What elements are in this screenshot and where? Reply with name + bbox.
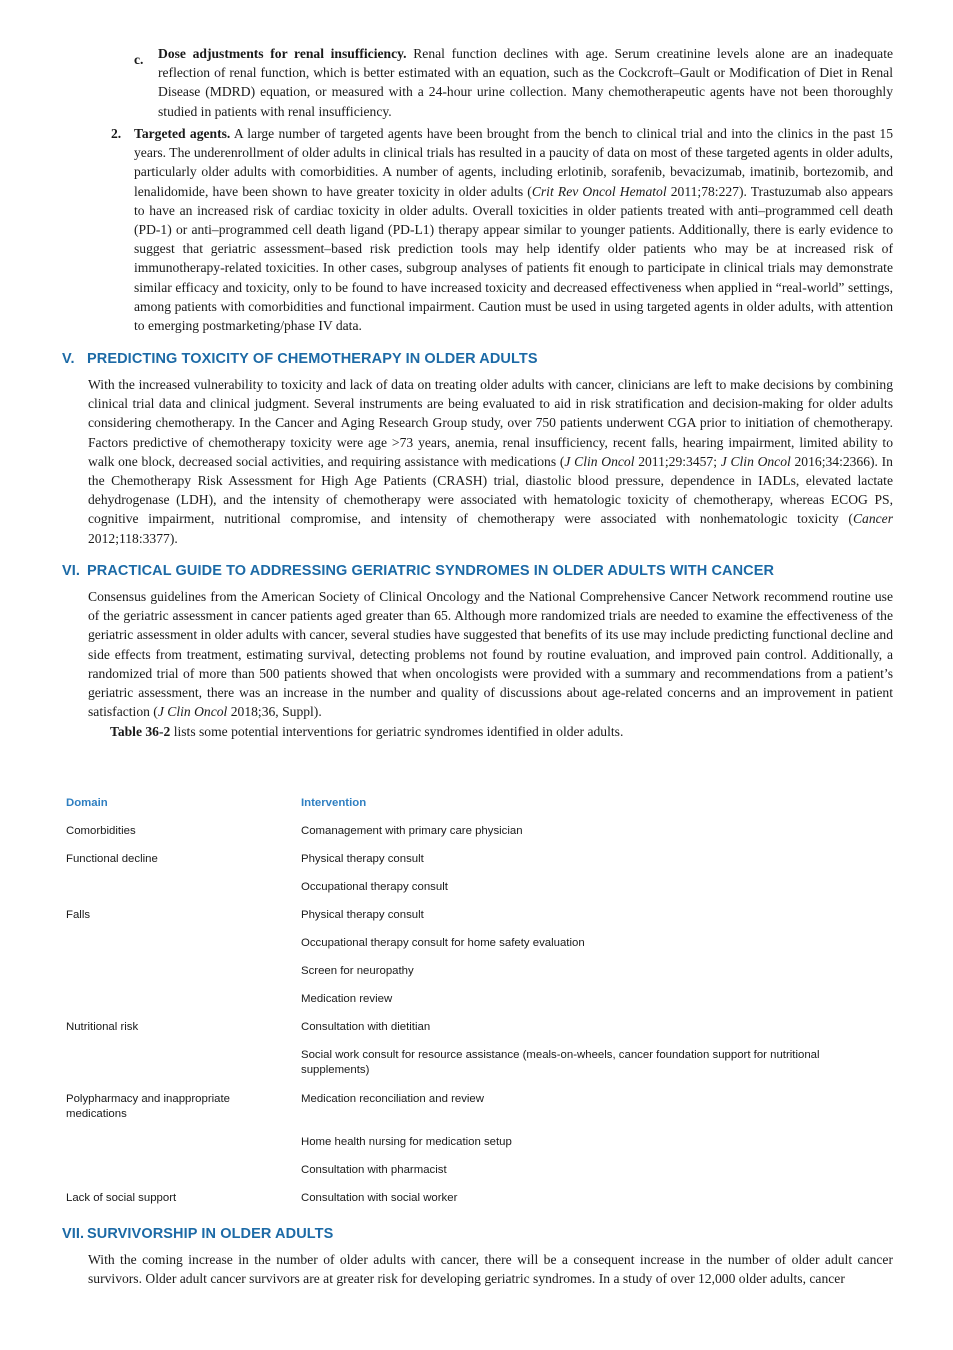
item-2-text-b: 2011;78:227). Trastuzumab also appears t… (134, 183, 893, 334)
table-header-domain: Domain (66, 797, 108, 809)
table-cell-domain: Polypharmacy and inappropriate medicatio… (66, 1093, 230, 1120)
section-vii-paragraph: With the coming increase in the number o… (88, 1252, 893, 1287)
section-v-heading: V. PREDICTING TOXICITY OF CHEMOTHERAPY IN… (62, 351, 538, 367)
table-cell-domain: Comorbidities (66, 825, 136, 837)
table-cell-intervention: Screen for neuropathy (301, 965, 414, 977)
table-cell-intervention: Occupational therapy consult for home sa… (301, 937, 585, 949)
table-cell-intervention: Consultation with pharmacist (301, 1164, 447, 1176)
table-row: Falls Physical therapy consult (60, 904, 895, 932)
section-v-text-a: With the increased vulnerability to toxi… (88, 377, 893, 469)
table-header-row: Domain Intervention (60, 792, 895, 820)
table-row: Medication review (60, 988, 895, 1016)
item-c-text: Renal function declines with age. Serum … (158, 46, 894, 119)
table-cell-intervention: Comanagement with primary care physician (301, 825, 523, 837)
section-vi-number: VI. (62, 563, 81, 579)
table-row: Home health nursing for medication setup (60, 1131, 895, 1159)
item-2-title: Targeted agents. (134, 126, 231, 141)
section-vi-heading: VI. PRACTICAL GUIDE TO ADDRESSING GERIATR… (62, 563, 774, 579)
table-cell-intervention: Occupational therapy consult (301, 881, 448, 893)
item-2-targeted-agents: Targeted agents. A large number of targe… (134, 124, 893, 335)
table-row: Lack of social support Consultation with… (60, 1187, 895, 1215)
table-cell-intervention: Home health nursing for medication setup (301, 1136, 512, 1148)
item-2-text-a: A large number of targeted agents have b… (134, 126, 893, 199)
section-vi-text-a: Consensus guidelines from the American S… (88, 589, 893, 720)
item-c-renal-dose: Dose adjustments for renal insufficiency… (158, 44, 893, 121)
section-v-paragraph: With the increased vulnerability to toxi… (88, 375, 893, 548)
item-c-title: Dose adjustments for renal insufficiency… (158, 46, 407, 61)
section-v-citation-2: J Clin Oncol (720, 453, 791, 469)
table-cell-intervention: Medication reconciliation and review (301, 1093, 484, 1105)
table-cell-intervention: Social work consult for resource assista… (301, 1049, 820, 1076)
table-row: Consultation with pharmacist (60, 1159, 895, 1187)
section-v-text-b: 2011;29:3457; (634, 453, 721, 469)
item-2-citation: Crit Rev Oncol Hematol (531, 183, 667, 199)
table-row: Occupational therapy consult for home sa… (60, 932, 895, 960)
table-reference-line: Table 36-2 lists some potential interven… (110, 722, 893, 741)
table-cell-intervention: Physical therapy consult (301, 909, 424, 921)
table-row: Social work consult for resource assista… (60, 1044, 895, 1088)
list-marker-2: 2. (111, 126, 122, 141)
section-v-citation-1: J Clin Oncol (564, 453, 635, 469)
section-vi-text-b: 2018;36, Suppl). (227, 704, 322, 720)
table-row: Polypharmacy and inappropriate medicatio… (60, 1088, 895, 1131)
table-cell-intervention: Consultation with social worker (301, 1192, 458, 1204)
table-header-intervention: Intervention (301, 797, 367, 809)
table-row: Screen for neuropathy (60, 960, 895, 988)
section-vii-heading: VII.SURVIVORSHIP IN OLDER ADULTS (62, 1226, 333, 1242)
table-reference-text: lists some potential interventions for g… (170, 724, 624, 739)
table-row: Comorbidities Comanagement with primary … (60, 820, 895, 848)
table-row: Nutritional risk Consultation with dieti… (60, 1016, 895, 1044)
table-cell-intervention: Medication review (301, 993, 393, 1005)
table-reference-link[interactable]: Table 36-2 (110, 724, 171, 739)
list-marker-c: c. (134, 52, 144, 67)
section-v-title: PREDICTING TOXICITY OF CHEMOTHERAPY IN O… (87, 351, 538, 367)
table-cell-domain: Nutritional risk (66, 1021, 139, 1033)
section-v-text-d: 2012;118:3377). (88, 530, 178, 546)
table-cell-domain: Falls (66, 909, 91, 921)
section-vi-title: PRACTICAL GUIDE TO ADDRESSING GERIATRIC … (87, 563, 775, 579)
section-vi-citation: J Clin Oncol (157, 704, 228, 720)
table-row: Occupational therapy consult (60, 876, 895, 904)
table-cell-domain: Lack of social support (66, 1192, 177, 1204)
section-v-text-c: 2016;34:2366). In the Chemotherapy Risk … (88, 453, 893, 527)
table-cell-intervention: Consultation with dietitian (301, 1021, 431, 1033)
table-cell-intervention: Physical therapy consult (301, 853, 424, 865)
section-vii-title: SURVIVORSHIP IN OLDER ADULTS (87, 1226, 334, 1242)
section-v-number: V. (62, 351, 75, 367)
table-cell-domain: Functional decline (66, 853, 158, 865)
section-vi-paragraph: Consensus guidelines from the American S… (88, 587, 893, 721)
interventions-table: Domain Intervention Comorbidities Comana… (60, 792, 895, 1215)
table-row: Functional decline Physical therapy cons… (60, 848, 895, 876)
section-v-citation-3: Cancer (852, 511, 893, 527)
section-vii-number: VII. (62, 1226, 85, 1242)
